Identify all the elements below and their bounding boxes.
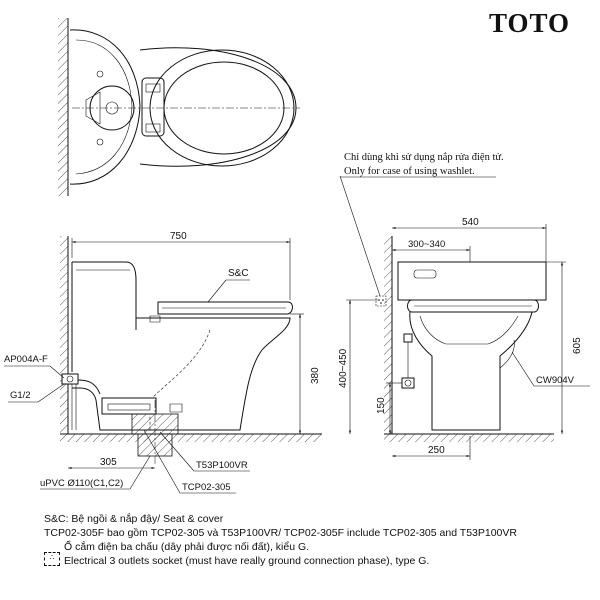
socket-icon: ∴ [44, 552, 60, 566]
note-line-4: Electrical 3 outlets socket (must have r… [64, 555, 430, 567]
dim-305: 305 [100, 457, 117, 468]
label-cw: CW904V [536, 375, 575, 386]
dim-250: 250 [428, 445, 445, 456]
top-view [58, 18, 300, 196]
dim-380: 380 [310, 367, 321, 384]
side-view: 750 380 305 S&C AP004A-F G1/2 T53P100VR … [4, 231, 322, 494]
label-t53: T53P100VR [196, 460, 248, 471]
note-line-1: S&C: Bệ ngồi & nắp đậy/ Seat & cover [44, 513, 224, 525]
washlet-note-en: Only for case of using washlet. [344, 166, 475, 177]
dim-540: 540 [462, 217, 479, 228]
dim-150: 150 [376, 397, 387, 414]
label-seat-cover: S&C [228, 268, 249, 279]
label-thread: G1/2 [10, 390, 31, 401]
note-line-2: TCP02-305F bao gồm TCP02-305 và T53P100V… [44, 527, 517, 539]
notes-block: S&C: Bệ ngồi & nắp đậy/ Seat & cover TCP… [44, 512, 596, 568]
washlet-note-vi: Chỉ dùng khi sử dụng nắp rửa điện tử. [344, 152, 504, 163]
dim-300-340: 300~340 [408, 239, 445, 250]
dim-605: 605 [572, 337, 583, 354]
toto-logo: TOTO [489, 8, 571, 38]
label-valve: AP004A-F [4, 354, 48, 365]
dim-750: 750 [170, 231, 187, 242]
label-tcp: TCP02-305 [182, 482, 231, 493]
label-pipe: uPVC Ø110(C1,C2) [40, 478, 123, 489]
front-view: 540 300~340 605 400~450 150 250 CW904V C… [338, 152, 590, 460]
dim-400-450: 400~450 [338, 348, 349, 388]
note-line-3: Ổ cắm điện ba chấu (dây phải được nối đấ… [64, 541, 310, 553]
